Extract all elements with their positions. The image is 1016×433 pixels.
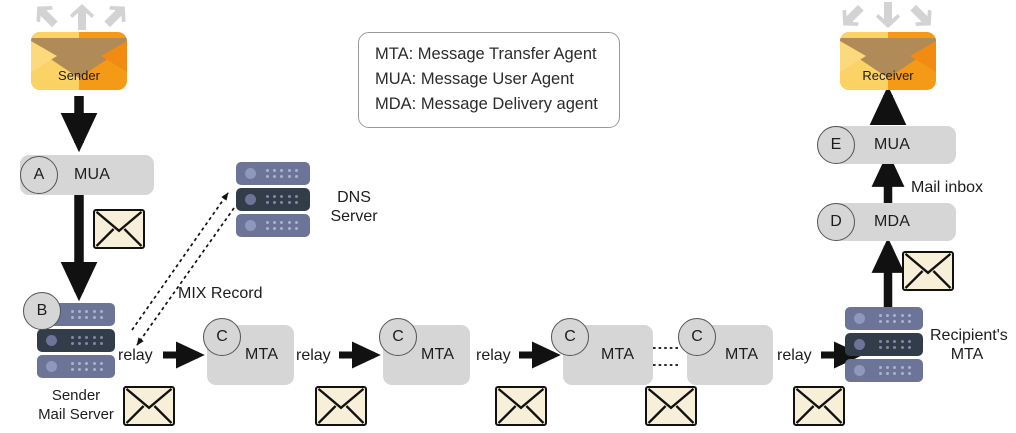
node-mta-3-label: MTA <box>601 346 635 363</box>
legend-line-mta: MTA: Message Transfer Agent <box>375 45 597 63</box>
envelope-icon-receiver-mda <box>902 251 954 291</box>
legend-line-mda: MDA: Message Delivery agent <box>375 95 598 113</box>
step-badge-e: E <box>817 126 855 164</box>
relay-label-2: relay <box>296 347 331 364</box>
server-rack-bottom <box>236 214 310 237</box>
server-dots <box>69 309 105 321</box>
server-rack-bottom <box>845 359 923 382</box>
server-dots <box>877 313 913 325</box>
step-badge-c-4: C <box>678 318 716 356</box>
server-dots <box>264 194 300 206</box>
legend-box: MTA: Message Transfer Agent MUA: Message… <box>358 32 620 128</box>
server-dots <box>69 335 105 347</box>
relay-label-1: relay <box>118 347 153 364</box>
dns-server-label: DNS Server <box>330 189 378 225</box>
server-rack-middle <box>236 188 310 211</box>
server-dots <box>877 339 913 351</box>
server-led <box>46 361 57 372</box>
relay-label-4: relay <box>777 347 812 364</box>
envelope-icon-hop-3 <box>495 386 547 426</box>
sender-mail-server-label: Sender Mail Server <box>38 387 114 423</box>
node-receiver-mua-label: MUA <box>874 136 911 153</box>
server-rack-bottom <box>37 355 115 378</box>
server-led <box>46 335 57 346</box>
recipient-mta-label: Recipient's MTA <box>930 327 1008 363</box>
server-led <box>854 313 865 324</box>
server-dots <box>69 361 105 373</box>
step-badge-a: A <box>20 156 58 194</box>
sender-label: Sender <box>58 68 100 83</box>
envelope-icon-hop-5 <box>793 386 845 426</box>
envelope-icon-hop-1 <box>123 386 175 426</box>
sender-envelope-icon: Sender <box>31 32 127 90</box>
node-sender-mua-label: MUA <box>74 166 111 183</box>
node-mta-4-label: MTA <box>725 346 759 363</box>
arrow-dns-query <box>131 192 229 331</box>
server-led <box>854 365 865 376</box>
server-led <box>854 339 865 350</box>
step-badge-c-2: C <box>379 318 417 356</box>
mail-inbox-label: Mail inbox <box>911 179 984 196</box>
server-dots <box>264 220 300 232</box>
server-led <box>245 220 256 231</box>
receiver-envelope-icon: Receiver <box>840 32 936 90</box>
step-badge-c-3: C <box>551 318 589 356</box>
server-led <box>245 168 256 179</box>
receiver-label: Receiver <box>862 68 914 83</box>
server-led <box>245 194 256 205</box>
mx-record-label: MIX Record <box>178 285 263 302</box>
step-badge-b: B <box>23 292 61 330</box>
step-badge-d: D <box>817 203 855 241</box>
node-mta-2-label: MTA <box>421 346 455 363</box>
dns-server-icon <box>236 162 310 240</box>
server-rack-top <box>236 162 310 185</box>
server-dots <box>877 365 913 377</box>
receiver-incoming-arrows <box>840 2 936 32</box>
server-dots <box>264 168 300 180</box>
server-rack-middle <box>845 333 923 356</box>
envelope-icon-sender-mua <box>93 209 145 249</box>
server-rack-middle <box>37 329 115 352</box>
step-badge-c-1: C <box>203 318 241 356</box>
relay-label-3: relay <box>476 347 511 364</box>
node-receiver-mda-label: MDA <box>874 213 911 230</box>
envelope-icon-hop-2 <box>315 386 367 426</box>
recipient-mta-server-icon <box>845 307 923 385</box>
sender-outgoing-arrows <box>34 2 130 32</box>
server-rack-top <box>845 307 923 330</box>
envelope-icon-hop-4 <box>645 386 697 426</box>
sender-mail-server-icon <box>37 303 115 381</box>
node-mta-1-label: MTA <box>245 346 279 363</box>
legend-line-mua: MUA: Message User Agent <box>375 70 574 88</box>
